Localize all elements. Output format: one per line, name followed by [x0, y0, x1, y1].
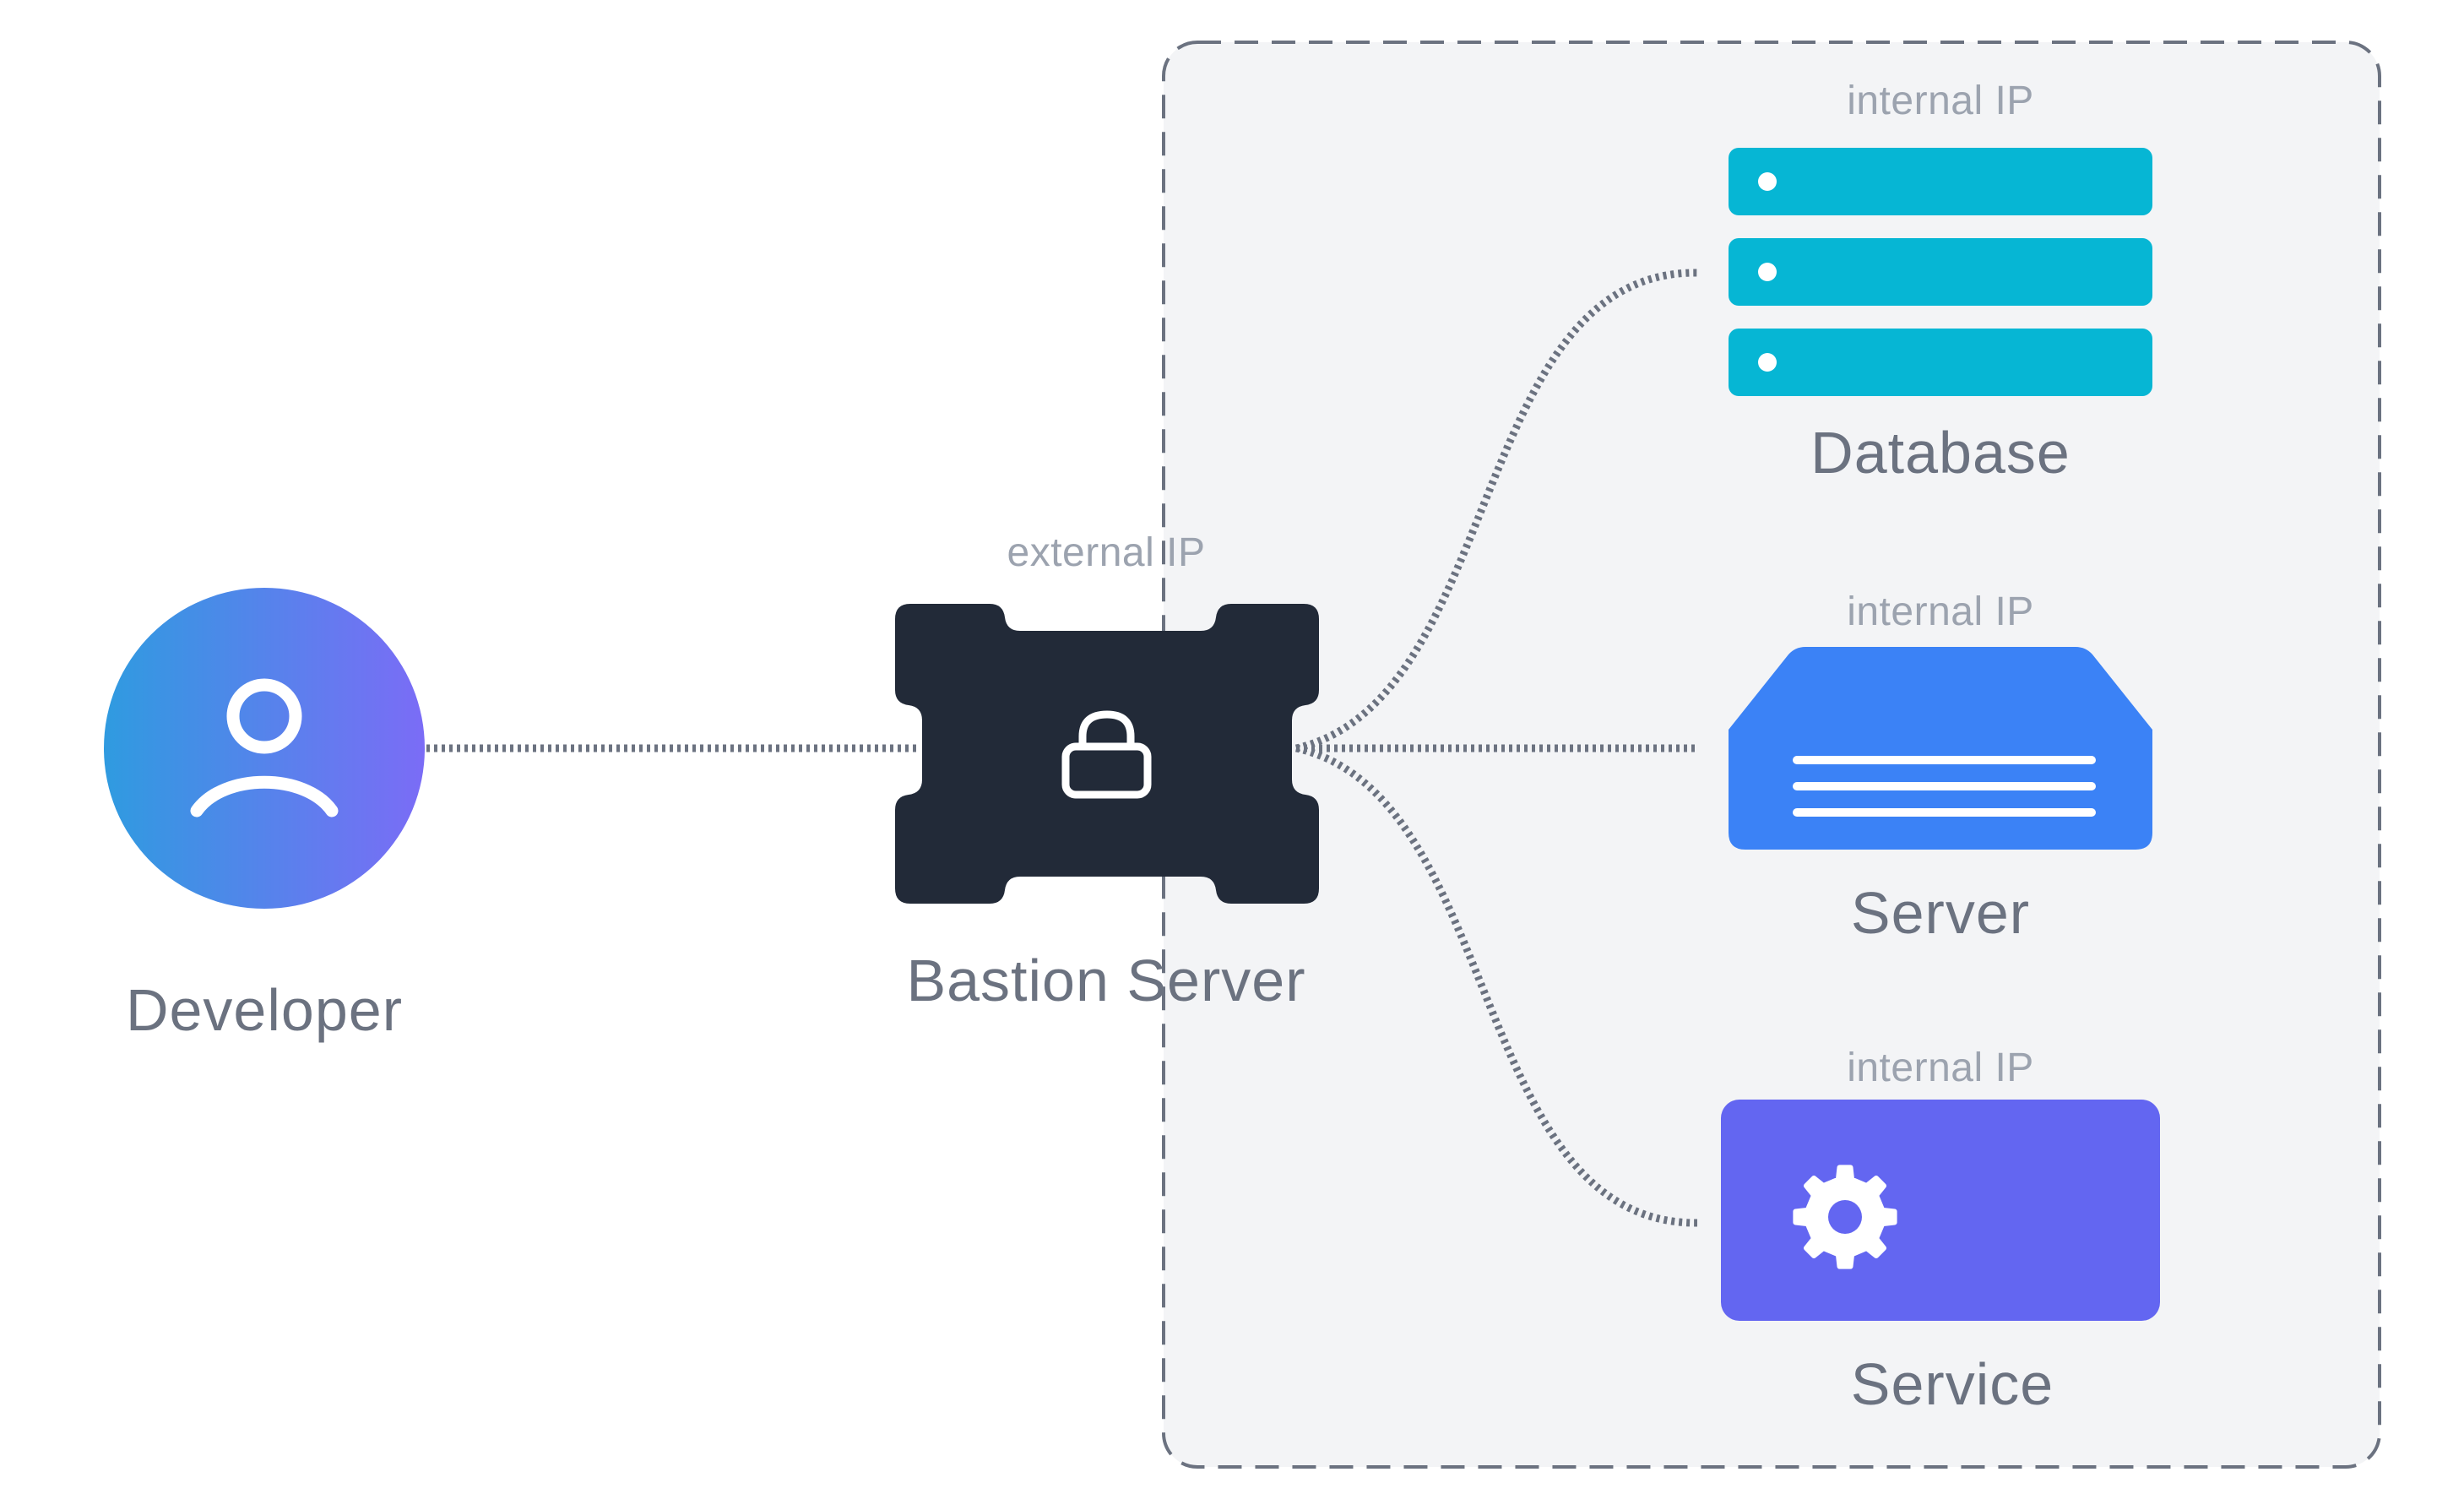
- server-node: internal IP Server: [1729, 589, 2152, 946]
- service-label: Service: [1851, 1351, 2054, 1417]
- bastion-node: external IP Bastion Server: [895, 530, 1319, 1013]
- bastion-ip-label: external IP: [1007, 530, 1206, 575]
- gear-icon: [1793, 1165, 1897, 1269]
- developer-node: Developer: [104, 588, 425, 1043]
- server-label: Server: [1851, 880, 2030, 946]
- service-node: internal IP Service: [1721, 1046, 2160, 1417]
- bastion-label: Bastion Server: [906, 948, 1305, 1013]
- bastion-shape: [895, 604, 1319, 904]
- developer-label: Developer: [126, 977, 403, 1043]
- server-icon: [1729, 647, 2152, 850]
- database-ip-label: internal IP: [1847, 79, 2034, 123]
- lock-icon: [1061, 710, 1152, 799]
- service-ip-label: internal IP: [1847, 1046, 2034, 1090]
- database-label: Database: [1810, 420, 2071, 486]
- database-icon: [1729, 148, 2152, 396]
- service-box: [1721, 1100, 2160, 1321]
- database-node: internal IP Database: [1729, 79, 2152, 486]
- user-icon: [190, 678, 339, 817]
- gear-icon-hole: [1828, 1200, 1862, 1234]
- server-ip-label: internal IP: [1847, 589, 2034, 634]
- connectors: [426, 269, 1698, 1227]
